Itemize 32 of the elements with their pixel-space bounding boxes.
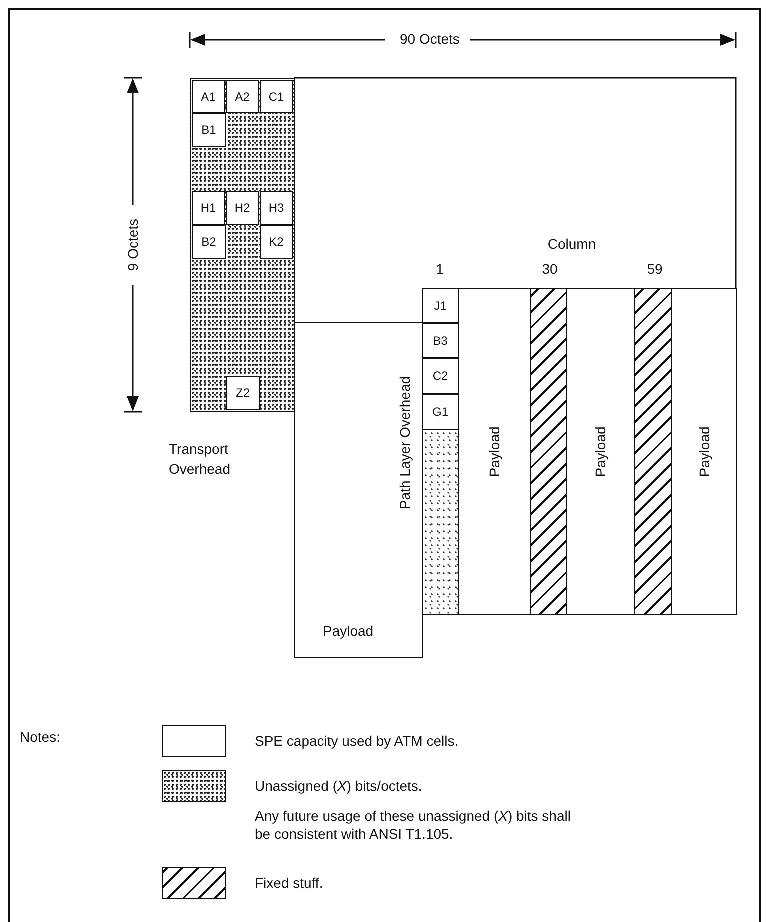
overhead-byte-cell: B1 (192, 113, 226, 147)
block-label: Transport Overhead (169, 440, 232, 479)
payload-label: Payload (323, 623, 374, 639)
overhead-byte-cell: Z2 (226, 376, 260, 410)
legend-text: Fixed stuff. (255, 874, 324, 892)
overhead-byte-cell: K2 (260, 225, 293, 259)
overhead-byte-cell: A2 (226, 80, 259, 113)
note-text: Any future usage of these unassigned (X) bits shall be consistent with ANSI T1.105. (255, 807, 572, 843)
axis-title: Column (548, 236, 596, 252)
column-number: 30 (542, 261, 558, 277)
payload-column: Payload (458, 288, 531, 615)
payload-column: Payload (566, 288, 635, 615)
column-number: 1 (436, 261, 444, 277)
path-overhead-cell: B3 (422, 323, 459, 358)
overhead-byte-cell: H2 (226, 191, 259, 225)
fixed-stuff-column (634, 288, 672, 615)
dimension-label: 90 Octets (400, 31, 460, 47)
overhead-byte-cell: H3 (260, 191, 293, 225)
payload-box (294, 322, 423, 658)
vertical-label: Path Layer Overhead (397, 376, 413, 510)
overhead-byte-cell: B2 (192, 225, 226, 259)
column-number: 59 (647, 261, 663, 277)
overhead-byte-cell: A1 (192, 80, 225, 113)
legend-text: SPE capacity used by ATM cells. (255, 732, 459, 750)
path-overhead-cell: J1 (422, 288, 459, 323)
legend-text: Unassigned (X) bits/octets. (255, 777, 422, 795)
overhead-byte-cell: C1 (260, 80, 293, 113)
payload-column: Payload (671, 288, 737, 615)
notes-heading: Notes: (20, 729, 60, 745)
path-overhead-cell: C2 (422, 358, 459, 394)
overhead-byte-cell: H1 (192, 191, 225, 225)
fixed-stuff-column (530, 288, 567, 615)
